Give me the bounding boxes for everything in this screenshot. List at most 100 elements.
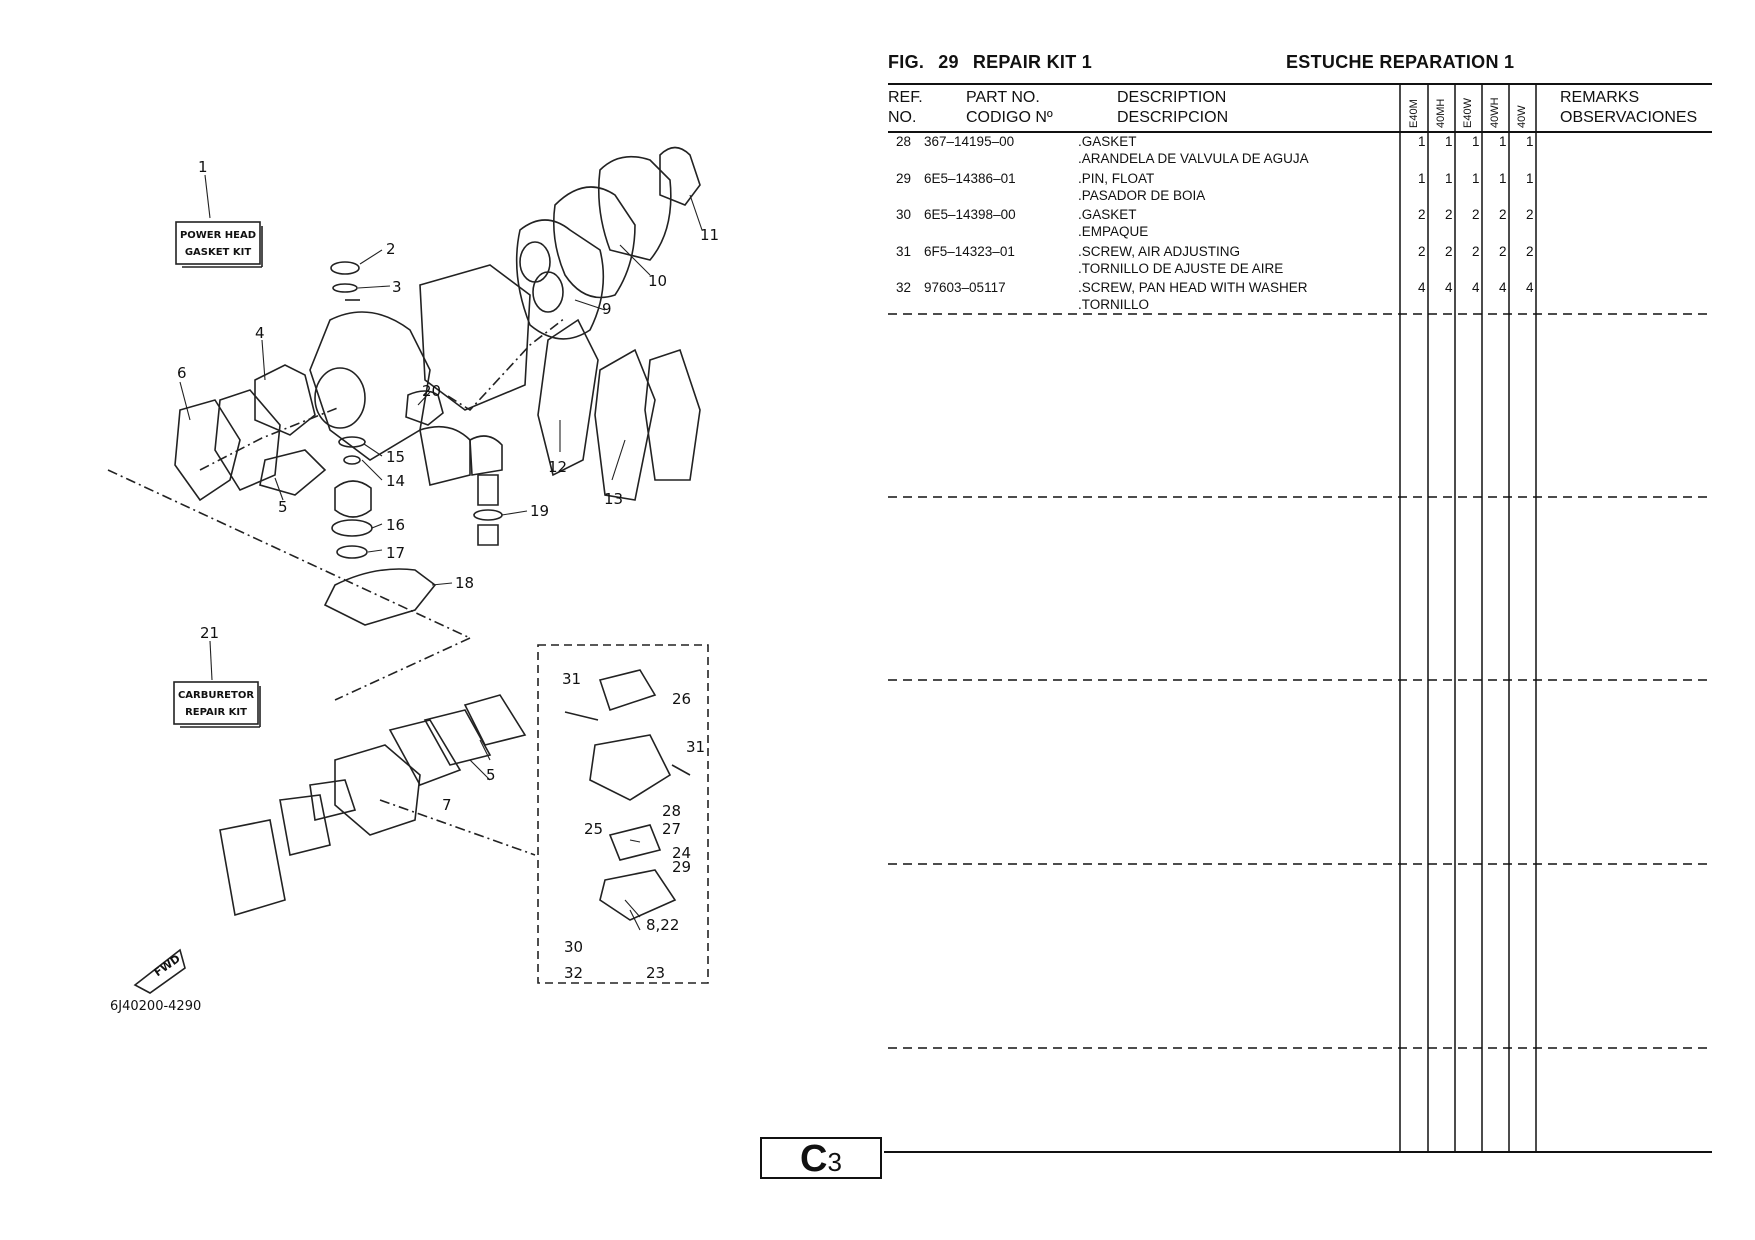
figure-number: 29 <box>938 52 959 72</box>
callout-2: 2 <box>386 240 396 258</box>
qty: 2 <box>1526 244 1534 259</box>
carburetor-kit-line2: REPAIR KIT <box>185 707 247 718</box>
qty: 1 <box>1418 134 1426 149</box>
figure-title-en: REPAIR KIT 1 <box>972 52 1093 72</box>
carburetor-kit-line1: CARBURETOR <box>178 690 254 701</box>
callout-5: 5 <box>278 498 288 516</box>
drawing-code: 6J40200-4290 <box>110 999 201 1014</box>
description-en: .GASKET <box>1078 207 1137 222</box>
callout-19: 19 <box>530 502 549 520</box>
callout-11: 11 <box>700 226 719 244</box>
header-part-no: PART NO. CODIGO Nº <box>966 89 1053 126</box>
ref-no: 28 <box>896 134 912 149</box>
qty: 2 <box>1499 244 1507 259</box>
qty: 4 <box>1526 280 1534 295</box>
qty: 2 <box>1445 207 1453 222</box>
qty: 1 <box>1499 134 1507 149</box>
callout-10: 10 <box>648 272 667 290</box>
qty: 2 <box>1418 207 1426 222</box>
header-description: DESCRIPTION DESCRIPCION <box>1117 89 1229 126</box>
description-en: .SCREW, AIR ADJUSTING <box>1078 244 1241 259</box>
description-es: .PASADOR DE BOIA <box>1078 188 1206 203</box>
header-ref: REF. NO. <box>888 89 923 126</box>
callout-29: 29 <box>672 858 691 876</box>
model-col-40wh: 40WH <box>1489 97 1501 128</box>
header-remarks: REMARKS OBSERVACIONES <box>1560 89 1698 126</box>
callout-9: 9 <box>602 300 612 318</box>
callout-28: 28 <box>662 802 681 820</box>
description-en: .SCREW, PAN HEAD WITH WASHER <box>1078 280 1308 295</box>
callout-5b: 5 <box>486 766 496 784</box>
qty: 4 <box>1445 280 1453 295</box>
power-head-kit-line1: POWER HEAD <box>180 230 256 241</box>
callout-16: 16 <box>386 516 405 534</box>
callout-4: 4 <box>255 324 265 342</box>
callout-27: 27 <box>662 820 681 838</box>
callout-20: 20 <box>422 382 441 400</box>
qty: 2 <box>1526 207 1534 222</box>
ref-no: 32 <box>896 280 912 295</box>
part-no: 6E5–14398–00 <box>924 207 1016 222</box>
callout-15: 15 <box>386 448 405 466</box>
qty: 2 <box>1445 244 1453 259</box>
power-head-kit-line2: GASKET KIT <box>185 247 252 258</box>
callout-26: 26 <box>672 690 691 708</box>
qty: 2 <box>1499 207 1507 222</box>
ref-no: 30 <box>896 207 912 222</box>
description-es: .EMPAQUE <box>1078 224 1149 239</box>
callout-1: 1 <box>198 158 208 176</box>
callout-3: 3 <box>392 278 402 296</box>
description-es: .TORNILLO <box>1078 297 1150 312</box>
ref-no: 29 <box>896 171 912 186</box>
qty: 1 <box>1445 171 1453 186</box>
qty: 1 <box>1499 171 1507 186</box>
callout-12: 12 <box>548 458 567 476</box>
qty: 1 <box>1526 134 1534 149</box>
figure-label: FIG. <box>888 52 925 72</box>
qty: 4 <box>1499 280 1507 295</box>
qty: 1 <box>1418 171 1426 186</box>
qty: 2 <box>1418 244 1426 259</box>
model-col-40mh: 40MH <box>1435 98 1447 128</box>
part-no: 6E5–14386–01 <box>924 171 1016 186</box>
ref-no: 31 <box>896 244 912 259</box>
qty: 1 <box>1526 171 1534 186</box>
description-en: .PIN, FLOAT <box>1078 171 1155 186</box>
figure-title-es: ESTUCHE REPARATION 1 <box>1286 52 1515 72</box>
qty: 4 <box>1418 280 1426 295</box>
callout-18: 18 <box>455 574 474 592</box>
description-en: .GASKET <box>1078 134 1137 149</box>
qty: 1 <box>1472 171 1480 186</box>
part-no: 367–14195–00 <box>924 134 1015 149</box>
description-es: .TORNILLO DE AJUSTE DE AIRE <box>1078 261 1284 276</box>
callout-30: 30 <box>564 938 583 956</box>
qty: 1 <box>1472 134 1480 149</box>
model-col-e40w: E40W <box>1462 98 1474 128</box>
figure-title: FIG. 29 REPAIR KIT 1 <box>888 52 1092 73</box>
qty: 2 <box>1472 244 1480 259</box>
qty: 2 <box>1472 207 1480 222</box>
exploded-parts-diagram: 1 2 3 4 5 5 6 7 8,22 9 10 11 12 13 14 15… <box>107 146 719 1014</box>
callout-6: 6 <box>177 364 187 382</box>
part-no: 6F5–14323–01 <box>924 244 1015 259</box>
page-code-badge: C3 <box>760 1137 882 1179</box>
callout-7: 7 <box>442 796 452 814</box>
callout-23: 23 <box>646 964 665 982</box>
callout-31b: 31 <box>686 738 705 756</box>
callout-31a: 31 <box>562 670 581 688</box>
model-col-40w: 40W <box>1516 105 1528 128</box>
callout-17: 17 <box>386 544 405 562</box>
qty: 4 <box>1472 280 1480 295</box>
qty: 1 <box>1445 134 1453 149</box>
callout-8-22: 8,22 <box>646 916 679 934</box>
model-col-e40m: E40M <box>1408 99 1420 128</box>
callout-13: 13 <box>604 490 623 508</box>
callout-32: 32 <box>564 964 583 982</box>
callout-14: 14 <box>386 472 405 490</box>
callout-25: 25 <box>584 820 603 838</box>
part-no: 97603–05117 <box>924 280 1006 295</box>
callout-21: 21 <box>200 624 219 642</box>
callout-24: 24 <box>672 844 691 862</box>
description-es: .ARANDELA DE VALVULA DE AGUJA <box>1078 151 1309 166</box>
